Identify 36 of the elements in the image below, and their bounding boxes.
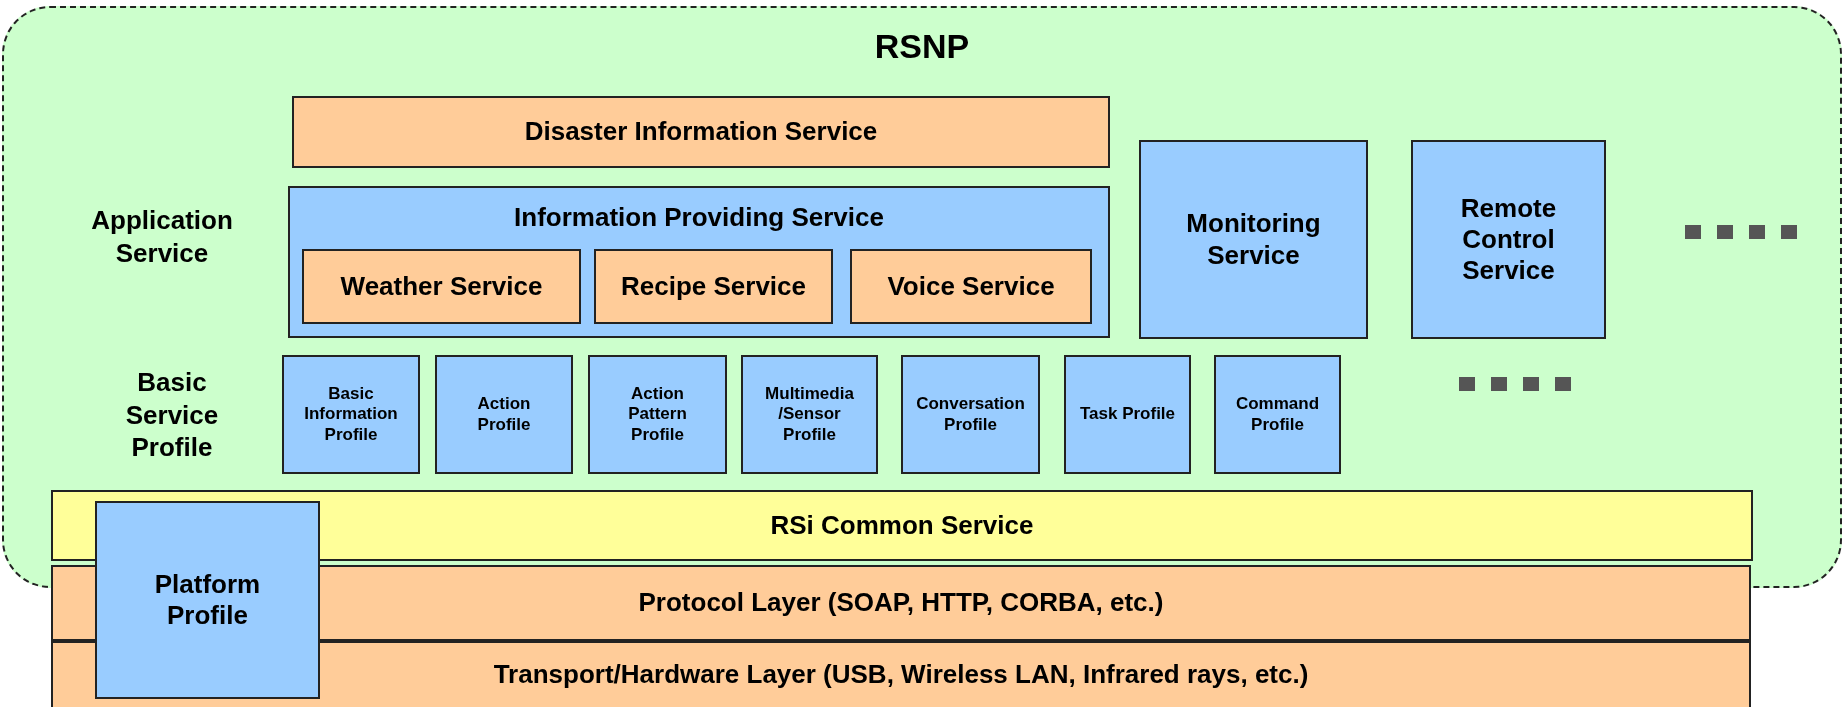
service-box	[282, 355, 420, 474]
service-box	[1139, 140, 1368, 339]
service-box	[741, 355, 878, 474]
service-box	[435, 355, 573, 474]
service-box	[850, 249, 1092, 324]
layer-label: Basic Service Profile	[124, 366, 220, 464]
service-name: Monitoring Service	[1185, 208, 1322, 271]
service-box	[302, 249, 581, 324]
service-name: Basic Information Profile	[303, 383, 399, 446]
service-name: Platform Profile	[153, 568, 262, 632]
service-name: Transport/Hardware Layer (USB, Wireless LAN, Infrared rays, etc.)	[492, 659, 1310, 691]
service-box	[1064, 355, 1191, 474]
region-label: RSNP	[873, 26, 971, 67]
service-name: Task Profile	[1078, 404, 1177, 425]
service-group-box	[288, 186, 1110, 338]
service-name: Conversation Profile	[915, 394, 1026, 435]
service-name: Command Profile	[1234, 394, 1321, 435]
service-name: Protocol Layer (SOAP, HTTP, CORBA, etc.)	[637, 587, 1165, 619]
service-box	[594, 249, 833, 324]
service-name: RSi Common Service	[769, 509, 1035, 542]
service-name: Disaster Information Service	[523, 116, 879, 148]
service-box	[95, 501, 320, 699]
layer-label: Application Service	[90, 204, 234, 269]
service-name: Multimedia /Sensor Profile	[764, 383, 855, 446]
service-name: Voice Service	[886, 270, 1056, 303]
service-box	[588, 355, 727, 474]
service-box	[901, 355, 1040, 474]
service-name: Action Pattern Profile	[627, 383, 688, 446]
service-box	[1411, 140, 1606, 339]
service-box	[292, 96, 1110, 168]
service-name: Remote Control Service	[1459, 192, 1558, 287]
service-name: Recipe Service	[620, 270, 807, 303]
service-name: Weather Service	[339, 270, 544, 303]
service-name: Action Profile	[476, 394, 532, 435]
service-box	[1214, 355, 1341, 474]
service-name: Information Providing Service	[513, 202, 885, 234]
